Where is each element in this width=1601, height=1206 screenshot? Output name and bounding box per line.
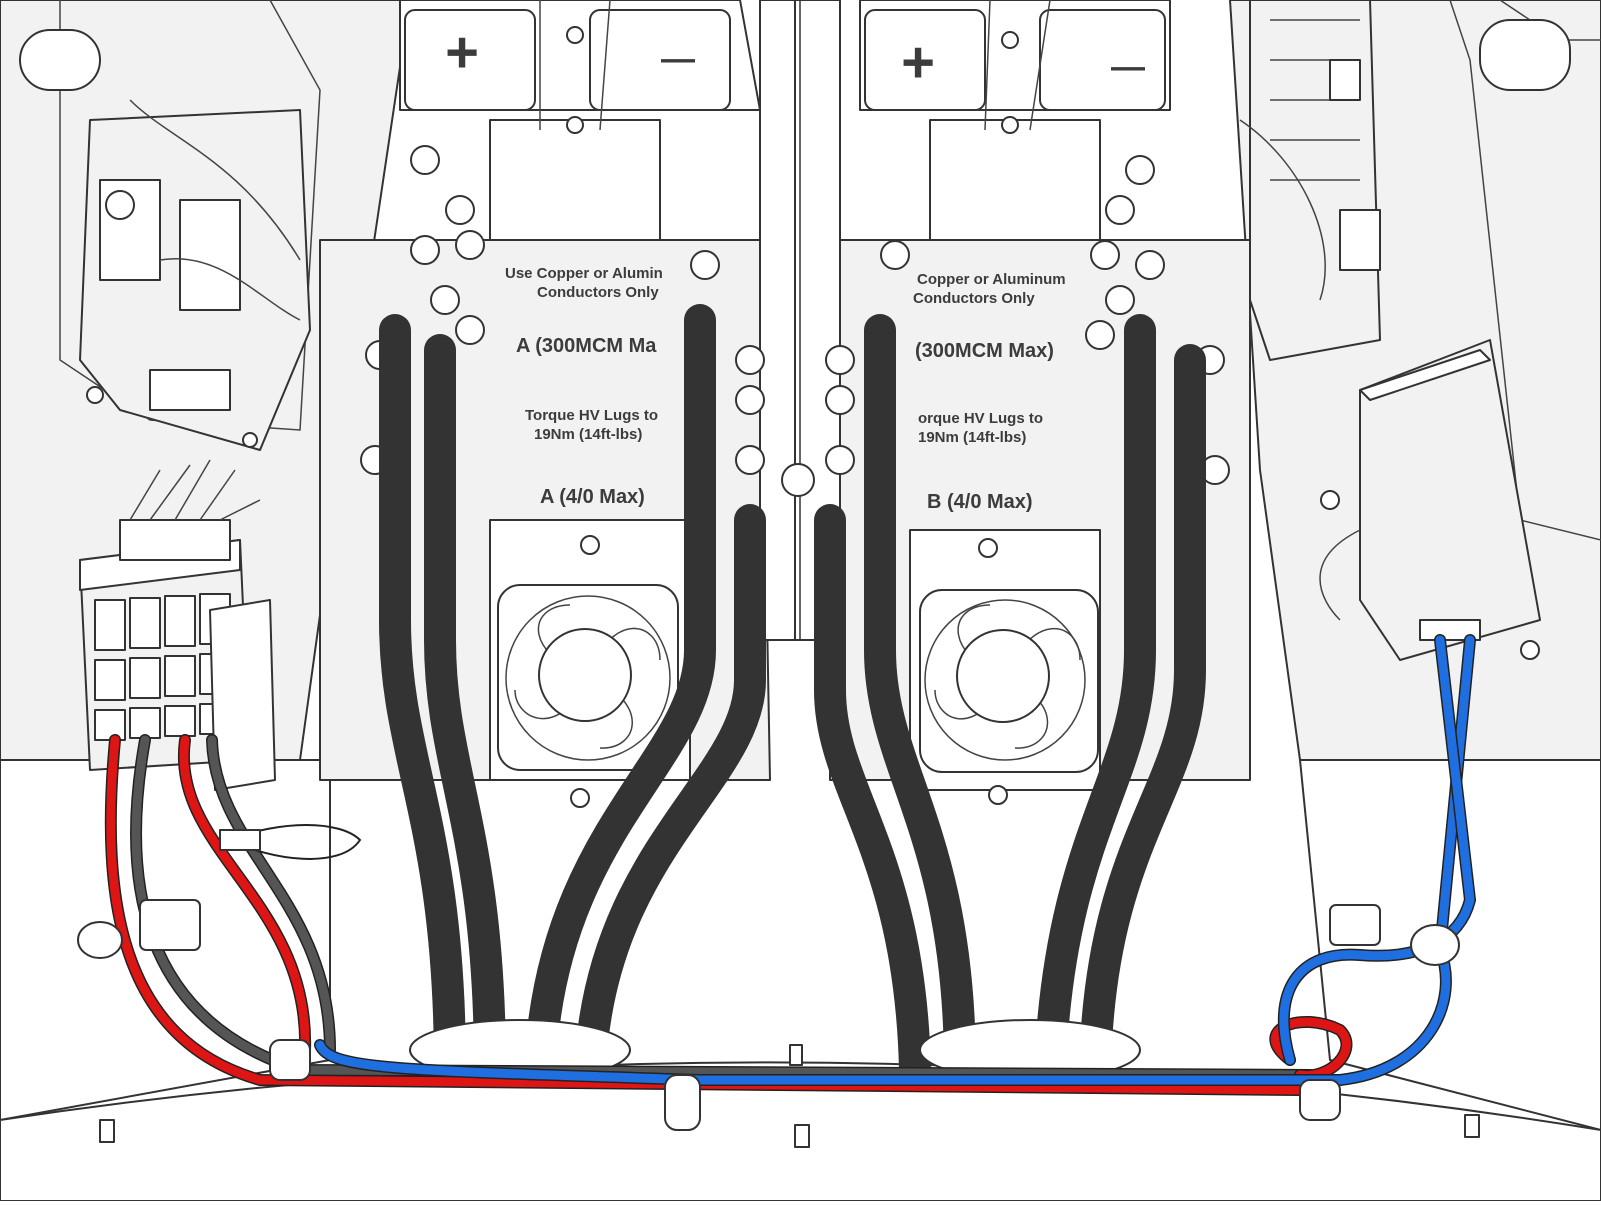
wire-red-2: [179, 735, 310, 1055]
right-conductor-line1: Copper or Aluminum: [917, 271, 1066, 288]
right-control-board: [1239, 0, 1381, 361]
right-max40-label: B (4/0 Max): [927, 491, 1033, 513]
left-conductor-line2: Conductors Only: [537, 284, 659, 301]
right-minus-sign: —: [1111, 48, 1145, 86]
hv-cables-right: [814, 314, 1206, 1086]
left-max300-label: A (300MCM Ma: [516, 335, 657, 357]
right-plus-sign: +: [901, 30, 935, 95]
right-module-box: [1319, 339, 1541, 661]
circuit-breaker-block: [79, 459, 276, 791]
wire-gray-2: [207, 735, 335, 1055]
right-torque-line1: orque HV Lugs to: [918, 410, 1043, 427]
right-torque-line2: 19Nm (14ft-lbs): [918, 429, 1026, 446]
left-minus-sign: —: [661, 40, 695, 78]
fan-right: [909, 529, 1101, 805]
left-conductor-line1: Use Copper or Alumin: [505, 265, 663, 282]
left-plus-sign: +: [445, 20, 479, 85]
left-torque-line2: 19Nm (14ft-lbs): [534, 426, 642, 443]
module-labels: + — + — Use Copper or Alumin Conductors …: [445, 20, 1145, 513]
fan-left: [489, 519, 691, 808]
wire-blue-2: [1279, 635, 1475, 1065]
wire-red-1: [106, 735, 1305, 1095]
right-max300-label: (300MCM Max): [915, 340, 1054, 362]
cable-clamps: [77, 899, 1460, 1131]
left-torque-line1: Torque HV Lugs to: [525, 407, 658, 424]
wire-red-3: [1270, 1017, 1351, 1081]
lug-bolts: [360, 145, 1230, 485]
left-max40-label: A (4/0 Max): [540, 486, 645, 508]
hv-cables-left: [379, 304, 766, 1086]
left-control-board: [79, 99, 311, 451]
floor-screws: [99, 1044, 1480, 1148]
right-conductor-line2: Conductors Only: [913, 290, 1035, 307]
